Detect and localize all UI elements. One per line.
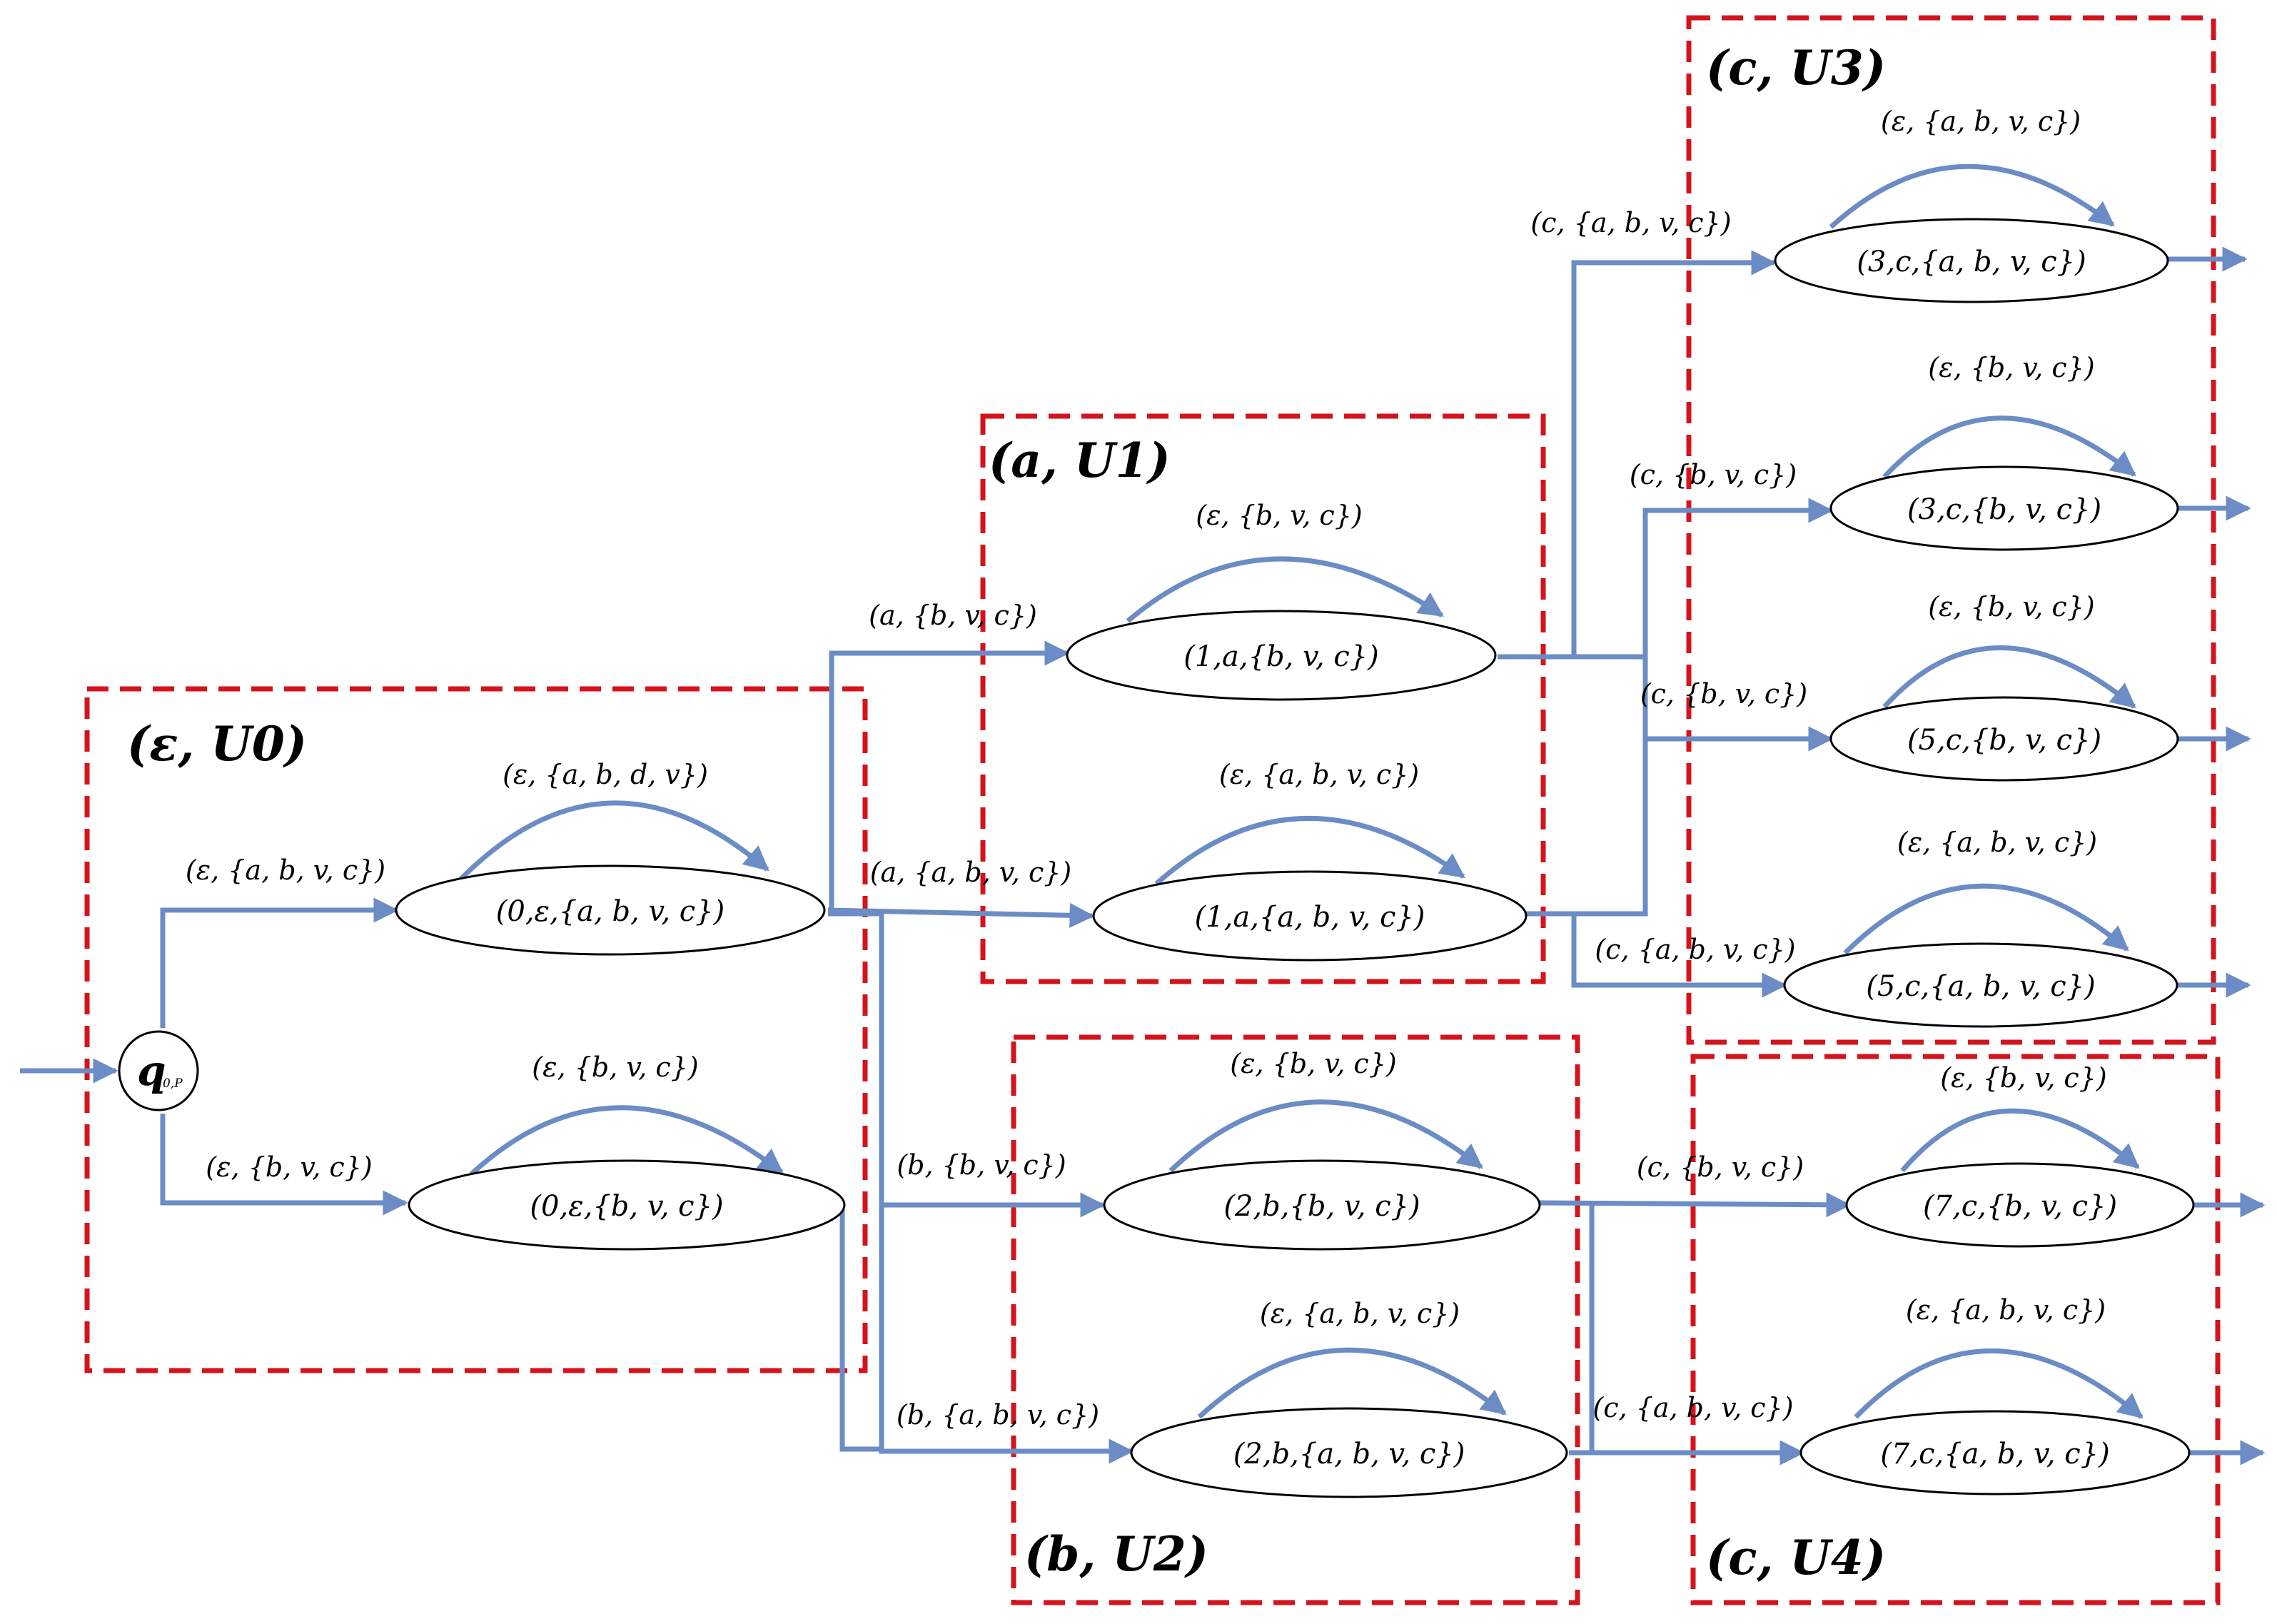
self-loop-n1a: [1126, 556, 1444, 623]
edge-to-n3b: [1526, 498, 1834, 917]
node-label-n1a: (1,a,{b, v, c}): [1183, 640, 1379, 673]
edge-label-q-n0b: (ε, {b, v, c}): [206, 1151, 372, 1183]
start-node-main: q: [137, 1046, 166, 1095]
node-n1a: [1066, 610, 1497, 701]
start-node-sub: 0,P: [163, 1076, 183, 1091]
group-label-a-u1: (a, U1): [989, 433, 1171, 488]
edge-label-to-n3b: (c, {b, v, c}): [1630, 459, 1797, 490]
node-n5b: [1783, 942, 2178, 1028]
node-label-n2b: (2,b,{a, b, v, c}): [1233, 1438, 1465, 1471]
node-label-n7a: (7,c,{b, v, c}): [1923, 1190, 2117, 1223]
node-label-n5b: (5,c,{a, b, v, c}): [1866, 970, 2095, 1003]
self-loop-n3a: [1829, 163, 2115, 229]
node-label-n5a: (5,c,{b, v, c}): [1907, 724, 2101, 757]
group-label-e-u0: (ε, U0): [127, 716, 307, 772]
self-loop-n2b: [1197, 1347, 1507, 1419]
edge-to-n2a: [828, 911, 1106, 1218]
node-label-n3a: (3,c,{a, b, v, c}): [1857, 246, 2086, 278]
node-n3b: [1829, 465, 2179, 551]
node-n2b: [1130, 1407, 1568, 1498]
group-box-a-u1: [980, 413, 1546, 984]
node-label-n3b: (3,c,{b, v, c}): [1907, 493, 2101, 526]
group-label-c-u4: (c, U4): [1706, 1530, 1886, 1585]
self-loop-n0b: [469, 1105, 784, 1176]
loop-label-n0b: (ε, {b, v, c}): [532, 1051, 698, 1083]
self-loop-n1b: [1154, 815, 1465, 886]
loop-label-n3b: (ε, {b, v, c}): [1928, 352, 2094, 383]
self-loop-n7a: [1900, 1108, 2140, 1173]
node-label-n0b: (0,ε,{b, v, c}): [530, 1190, 723, 1223]
self-loop-n5b: [1843, 883, 2129, 955]
loop-label-n7b: (ε, {a, b, v, c}): [1906, 1294, 2106, 1326]
edge-to-n7a: [1538, 1192, 1852, 1218]
loop-label-n0a: (ε, {a, b, d, v}): [503, 759, 708, 790]
edge-q-n0b: [160, 1114, 408, 1216]
node-label-n0a: (0,ε,{a, b, v, c}): [496, 895, 724, 928]
node-n7a: [1845, 1162, 2195, 1248]
node-n1b: [1092, 870, 1528, 962]
node-n3a: [1774, 218, 2169, 303]
loop-label-n5b: (ε, {a, b, v, c}): [1897, 827, 2097, 858]
edge-label-to-n3a: (c, {a, b, v, c}): [1530, 207, 1731, 238]
edge-label-to-n2a: (b, {b, v, c}): [897, 1149, 1066, 1181]
node-n5a: [1829, 696, 2179, 782]
self-loop-n3b: [1882, 415, 2136, 479]
loop-label-n7a: (ε, {b, v, c}): [1940, 1062, 2106, 1094]
node-n0a: [395, 864, 826, 956]
loop-label-n2b: (ε, {a, b, v, c}): [1260, 1298, 1460, 1329]
group-box-c-u3: [1686, 15, 2216, 1045]
node-label-n7b: (7,c,{a, b, v, c}): [1880, 1438, 2109, 1471]
node-label-n2a: (2,b,{b, v, c}): [1223, 1190, 1420, 1223]
group-box-e-u0: [84, 686, 868, 1373]
edge-to-n1b: [827, 902, 1095, 928]
node-n7b: [1799, 1410, 2191, 1496]
node-n0b: [408, 1159, 846, 1251]
loop-label-n1b: (ε, {a, b, v, c}): [1219, 759, 1419, 790]
loop-label-n3a: (ε, {a, b, v, c}): [1881, 106, 2081, 137]
loop-label-n5a: (ε, {b, v, c}): [1928, 591, 2094, 622]
group-label-b-u2: (b, U2): [1024, 1526, 1208, 1582]
self-loop-n7b: [1854, 1348, 2144, 1419]
loop-label-n1a: (ε, {b, v, c}): [1196, 500, 1362, 531]
edge-q-n0a: [160, 897, 399, 1028]
start-node: [118, 1030, 199, 1111]
group-box-b-u2: [1011, 1034, 1580, 1605]
edge-label-to-n5a: (c, {b, v, c}): [1640, 678, 1807, 710]
node-n2a: [1103, 1159, 1541, 1251]
edge-label-to-n1b: (a, {a, b, v, c}): [870, 857, 1072, 888]
edge-label-q-n0a: (ε, {a, b, v, c}): [186, 854, 385, 886]
group-label-c-u3: (c, U3): [1706, 40, 1886, 96]
node-label-n1b: (1,a,{a, b, v, c}): [1195, 901, 1425, 934]
edge-b-branch: [1569, 1205, 1595, 1456]
loop-label-n2a: (ε, {b, v, c}): [1230, 1048, 1396, 1079]
edge-label-to-n2b: (b, {a, b, v, c}): [897, 1399, 1099, 1431]
edge-label-to-n1a: (a, {b, v, c}): [869, 600, 1037, 631]
edge-label-to-n7a: (c, {b, v, c}): [1637, 1151, 1804, 1183]
edge-to-n5b: [1526, 911, 1787, 998]
edge-label-to-n5b: (c, {a, b, v, c}): [1595, 934, 1795, 965]
self-loop-n0a: [458, 800, 769, 882]
edge-label-to-n7b: (c, {a, b, v, c}): [1592, 1392, 1793, 1423]
self-loop-n5a: [1882, 645, 2136, 709]
group-box-c-u4: [1690, 1054, 2221, 1605]
self-loop-n2a: [1168, 1099, 1483, 1173]
